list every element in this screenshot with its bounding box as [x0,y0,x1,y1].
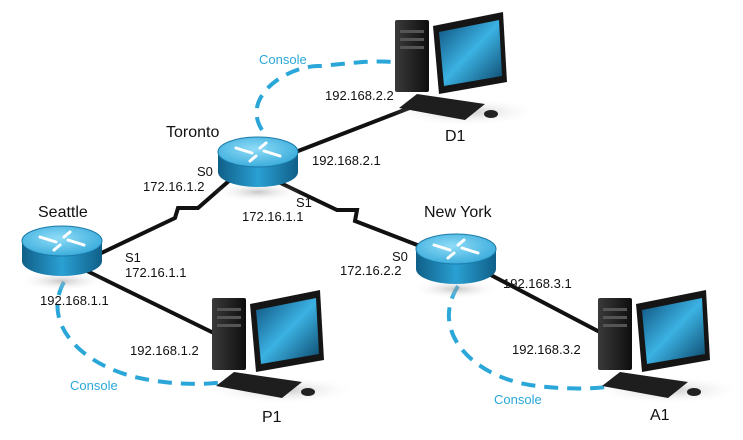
router-toronto[interactable] [214,136,302,202]
p1-ip: 192.168.1.2 [130,343,199,358]
d1-ip: 192.168.2.2 [325,88,394,103]
toronto-lan-ip: 192.168.2.1 [312,153,381,168]
console-label-a1: Console [494,392,542,407]
a1-ip: 192.168.3.2 [512,342,581,357]
seattle-lan-ip: 192.168.1.1 [40,293,109,308]
pc-p1[interactable] [207,290,357,404]
keyboard-icon [399,94,485,120]
pc-a1[interactable] [593,290,743,404]
seattle-s1-ip: 172.16.1.1 [125,265,186,280]
seattle-s1-label: S1 [125,250,141,265]
newyork-s0-label: S0 [392,249,408,264]
console-label-d1: Console [259,52,307,67]
router-newyork-name: New York [424,204,493,221]
newyork-s0-ip: 172.16.2.2 [340,263,401,278]
newyork-lan-ip: 192.168.3.1 [503,276,572,291]
router-newyork[interactable] [412,233,500,299]
link-seattle-p1 [84,268,229,342]
link-newyork-a1 [484,270,616,342]
mouse-icon [484,110,498,118]
keyboard-icon [602,372,688,398]
router-toronto-name: Toronto [166,124,219,141]
pc-p1-name: P1 [262,409,282,426]
router-arrows-icon [38,230,86,252]
console-label-p1: Console [70,378,118,393]
console-cable-a1 [446,284,616,391]
router-arrows-icon [432,238,480,260]
pc-d1-name: D1 [445,128,466,145]
toronto-s1-ip: 172.16.1.1 [242,209,303,224]
serial-link-seattle-toronto [94,178,232,258]
console-cable-p1 [55,281,233,386]
toronto-s1-label: S1 [296,195,312,210]
router-arrows-icon [234,141,282,163]
toronto-s0-label: S0 [197,164,213,179]
mouse-icon [687,388,701,396]
router-seattle[interactable] [18,225,106,291]
pc-d1[interactable] [390,12,540,126]
toronto-s0-ip: 172.16.1.2 [143,179,204,194]
mouse-icon [301,388,315,396]
keyboard-icon [216,372,302,398]
serial-link-toronto-newyork [269,176,426,250]
console-cable-d1 [254,59,393,132]
pc-a1-name: A1 [650,407,670,424]
router-seattle-name: Seattle [38,204,88,221]
